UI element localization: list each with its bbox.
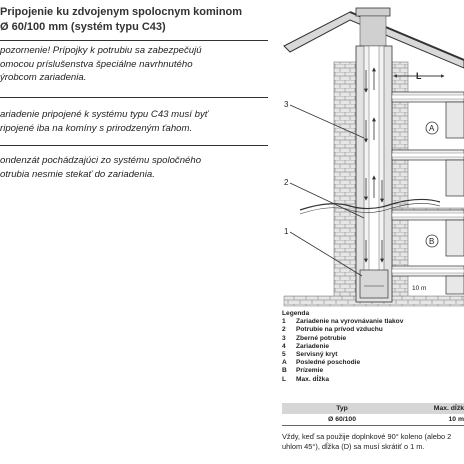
legend: Legenda 1 Zariadenie na vyrovnávanie tlak… [282, 310, 403, 384]
legend-key: L [282, 375, 287, 383]
table-header-cell: Max. dĺžk [433, 405, 464, 412]
label-A: A [429, 124, 435, 133]
divider [0, 40, 268, 41]
connection-pipes [391, 91, 464, 277]
legend-key: 1 [282, 318, 286, 326]
table-cell: 10 m [448, 416, 464, 423]
table-header: Typ Max. dĺžk [282, 403, 464, 414]
note-line: ripojené iba na komíny s prirodzeným ťah… [0, 122, 193, 134]
divider [0, 145, 268, 146]
note-c43: ariadenie pripojené k systému typu C43 m… [0, 108, 268, 135]
note-line: ariadenie pripojené k systému typu C43 m… [0, 109, 209, 120]
legend-key: B [282, 367, 287, 375]
note-condensate: ondenzát pochádzajúci zo systému spoločn… [0, 154, 268, 181]
legend-item: 5 Servisný kryt [282, 351, 403, 359]
callout-3: 3 [284, 100, 289, 109]
legend-value: Zberné potrubie [296, 334, 347, 342]
legend-key: A [282, 359, 287, 367]
note-warning: pozornenie! Prípojky k potrubiu sa zabez… [0, 44, 268, 85]
legend-value: Potrubie na prívod vzduchu [296, 326, 383, 334]
callout-1: 1 [284, 227, 289, 236]
length-table: Typ Max. dĺžk Ø 60/100 10 m [282, 403, 464, 426]
legend-item: 3 Zberné potrubie [282, 335, 403, 343]
table-row: Ø 60/100 10 m [282, 414, 464, 426]
appliances [445, 101, 464, 295]
legend-value: Max. dĺžka [296, 375, 329, 383]
legend-item: 4 Zariadenie [282, 343, 403, 351]
callout-2: 2 [284, 178, 289, 187]
table-cell: Ø 60/100 [328, 416, 356, 423]
chimney-cap [355, 7, 391, 17]
footnote-line: uhlom 45°), dĺžka (D) sa musí skrátiť o … [282, 442, 425, 451]
legend-item: L Max. dĺžka [282, 376, 403, 384]
marker-A [425, 121, 439, 135]
legend-heading: Legenda [282, 310, 310, 317]
legend-value: Posledné poschodie [296, 359, 361, 367]
label-L: L [416, 71, 422, 81]
legend-key: 4 [282, 342, 286, 350]
note-line: ýrobcom zariadenia. [0, 72, 87, 83]
note-line: omocou príslušenstva špeciálne navrhnuté… [0, 58, 193, 70]
legend-item: 1 Zariadenie na vyrovnávanie tlakov [282, 318, 403, 326]
table-header-cell: Typ [336, 405, 348, 412]
dim-label: 10 m [412, 285, 426, 292]
legend-key: 5 [282, 351, 286, 359]
title-line: Ø 60/100 mm (systém typu C43) [0, 21, 166, 33]
legend-item: B Prízemie [282, 367, 403, 375]
footnote: Vždy, keď sa použije doplnkové 90° kolen… [282, 432, 451, 452]
note-line: otrubia nesmie stekať do zariadenia. [0, 168, 155, 180]
footnote-line: Vždy, keď sa použije doplnkové 90° kolen… [282, 432, 452, 441]
divider [0, 97, 268, 98]
break-line [299, 198, 441, 211]
marker-B [425, 234, 439, 248]
section-title: Pripojenie ku zdvojenym spolocnym komino… [0, 5, 242, 35]
legend-item: A Posledné poschodie [282, 359, 403, 367]
note-line: pozornenie! Prípojky k potrubiu sa zabez… [0, 45, 202, 56]
note-line: ondenzát pochádzajúci zo systému spoločn… [0, 155, 202, 166]
legend-item: 2 Potrubie na prívod vzduchu [282, 326, 403, 334]
legend-value: Zariadenie na vyrovnávanie tlakov [296, 318, 404, 326]
legend-key: 2 [282, 326, 286, 334]
legend-value: Servisný kryt [296, 351, 338, 359]
legend-value: Prízemie [296, 367, 324, 375]
label-B: B [429, 237, 434, 246]
pressure-equalizer [359, 269, 389, 299]
title-line: Pripojenie ku zdvojenym spolocnym komino… [0, 6, 243, 18]
legend-key: 3 [282, 334, 286, 342]
legend-value: Zariadenie [296, 342, 329, 350]
